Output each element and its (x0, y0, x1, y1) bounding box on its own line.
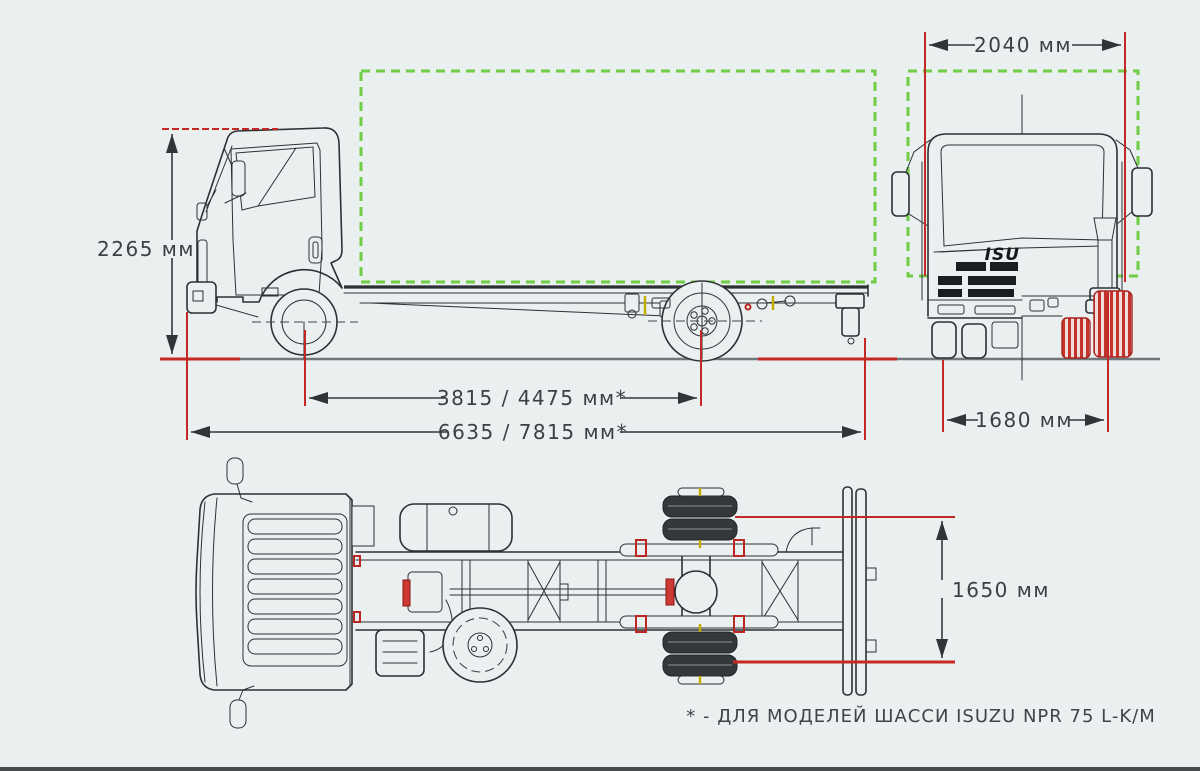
door-handle (308, 236, 323, 264)
frame-rail-side (343, 284, 869, 318)
front-bumper-side (186, 281, 217, 314)
front-wheels (931, 321, 1019, 359)
cab-front: ISU (891, 133, 1153, 359)
frame-width-dimension-label: 1650 мм (952, 578, 1050, 602)
cab-top (195, 457, 375, 729)
dimension-wheelbase: 3815 / 4475 мм* (304, 330, 702, 410)
suspension-details-side (624, 293, 865, 345)
height-dimension-label: 2265 мм (97, 237, 195, 261)
grille-logo-text: ISU (985, 245, 1020, 265)
dimension-overall-width: 2040 мм (924, 32, 1126, 282)
wheelbase-dimension-label: 3815 / 4475 мм* (437, 386, 627, 410)
rear-axle-top (619, 487, 821, 685)
length-dimension-label: 6635 / 7815 мм* (438, 420, 628, 444)
rear-dual-wheel-outer (1093, 290, 1133, 358)
diff-flange (665, 578, 675, 606)
dimension-frame-width: 1650 мм (733, 516, 1050, 664)
door-outline (230, 142, 323, 296)
dimension-height: 2265 мм (97, 128, 278, 354)
dimension-overall-length: 6635 / 7815 мм* (186, 312, 866, 444)
front-view: ISU (891, 32, 1153, 432)
wiper (224, 192, 247, 204)
differential (674, 570, 718, 614)
muffler-top (375, 629, 425, 677)
spare-wheel-top (442, 607, 518, 683)
door-window (235, 146, 316, 211)
top-view: 1650 мм (195, 457, 1050, 729)
cab-side (186, 127, 343, 318)
windshield-front (940, 144, 1105, 247)
rear-dual-wheel-inner (1061, 317, 1091, 359)
side-view: 2265 мм 3815 / 4475 мм* 6635 / 7815 мм* (97, 69, 877, 444)
track-dimension-label: 1680 мм (975, 408, 1073, 432)
cab-roof-panel (242, 513, 348, 667)
crossmembers-top (461, 559, 799, 623)
mirror-top-left (226, 457, 253, 503)
grille: ISU (933, 245, 1021, 297)
right-mirror (1115, 139, 1153, 225)
bottom-border (0, 767, 1200, 771)
driveline-top (402, 555, 718, 653)
mirror-bottom-left (229, 685, 255, 729)
transmission (407, 571, 443, 613)
cargo-body-outline-side (359, 69, 877, 284)
air-intake-snorkel (1093, 217, 1117, 241)
lower-mirror-side (196, 202, 208, 221)
fuel-tank-top (399, 503, 513, 552)
rear-crossmember-top (842, 486, 877, 696)
width-dimension-label: 2040 мм (974, 33, 1072, 57)
chassis-section-front (1021, 217, 1133, 359)
dimension-track: 1680 мм (942, 292, 1109, 432)
bumper-front (927, 299, 1023, 319)
footnote-text: * - ДЛЯ МОДЕЛЕЙ ШАССИ ISUZU NPR 75 L-K/M (686, 705, 1155, 727)
left-mirror (891, 139, 931, 227)
mirror-side (231, 160, 246, 197)
cab-back-box (351, 505, 375, 547)
